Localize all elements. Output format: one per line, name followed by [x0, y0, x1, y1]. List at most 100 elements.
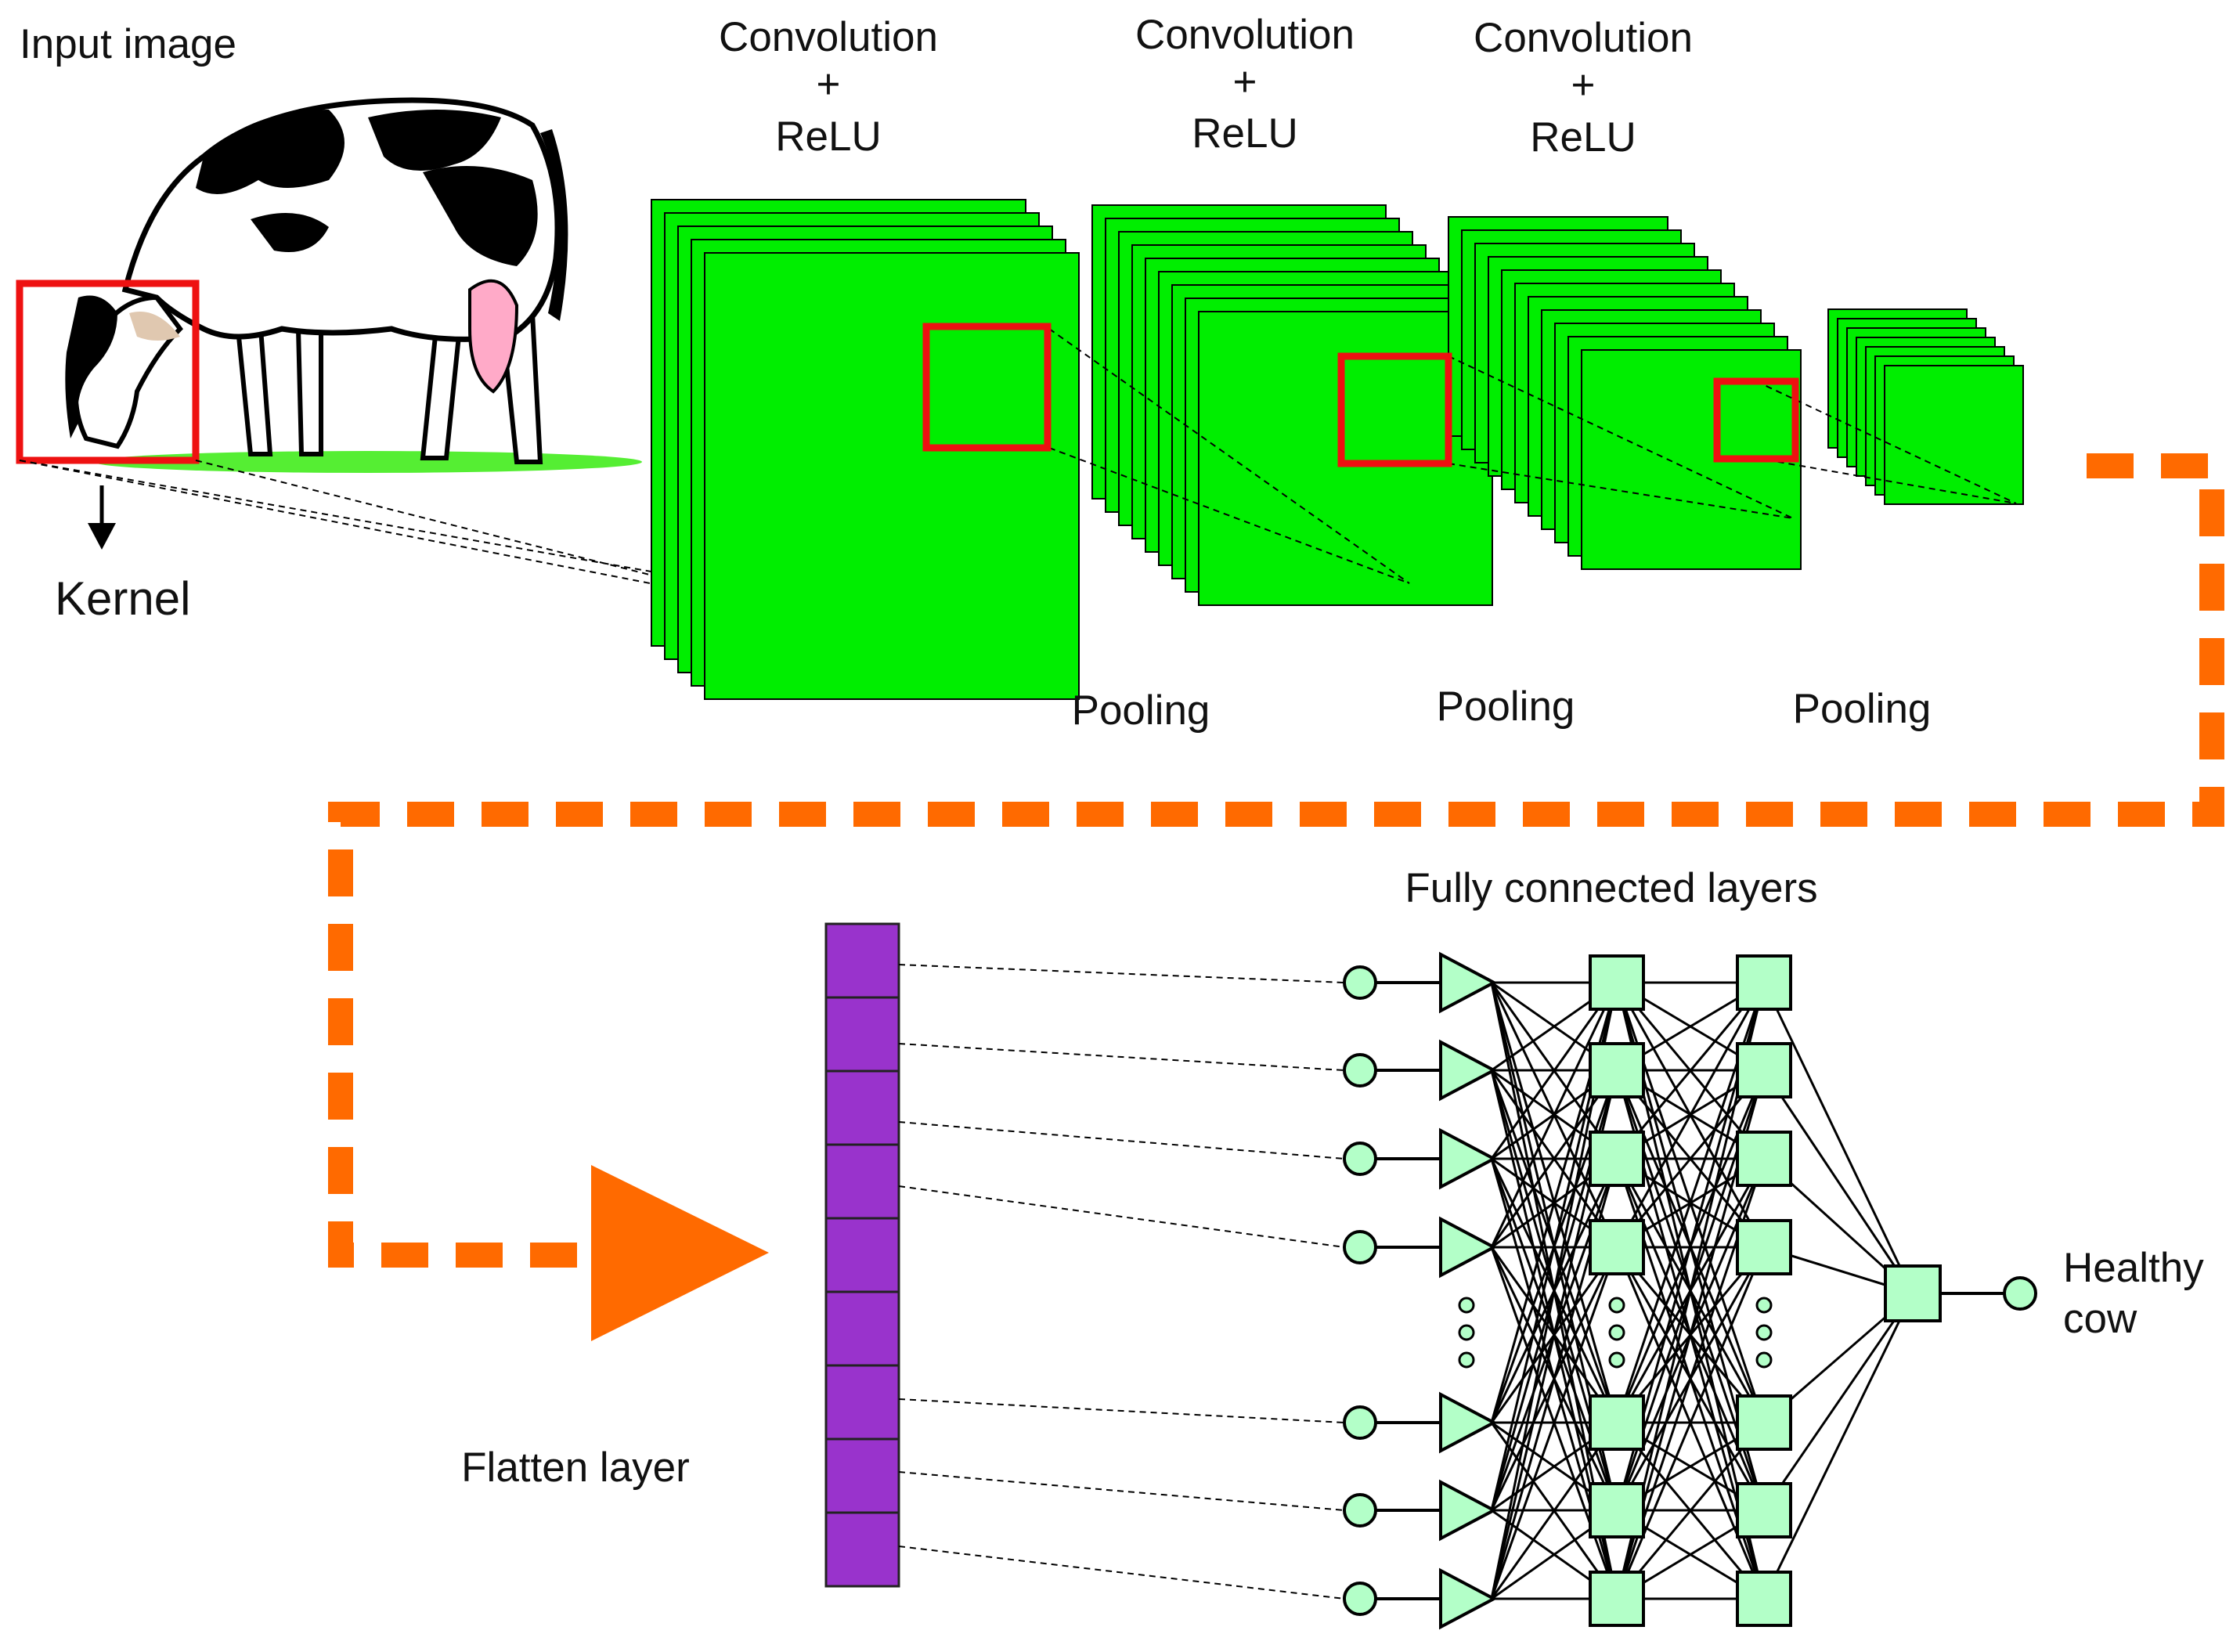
- kernel-box-map-3: [1713, 377, 1799, 463]
- ellipsis-dot: [1608, 1324, 1625, 1341]
- svg-text:ReLU: ReLU: [775, 114, 882, 160]
- fc-edge: [1615, 982, 1766, 1160]
- feature-map: [1198, 311, 1493, 606]
- hidden-neuron-layer-1: [1589, 1394, 1645, 1451]
- hidden-neuron-layer-1: [1589, 1482, 1645, 1538]
- svg-text:cow: cow: [2063, 1296, 2137, 1342]
- output-label: Healthy cow: [2063, 1245, 2204, 1342]
- flatten-cell: [824, 996, 900, 1073]
- pooling-label-2: Pooling: [1437, 684, 1575, 730]
- svg-text:+: +: [817, 61, 841, 107]
- input-neuron: [1343, 1405, 1377, 1440]
- input-neuron: [1343, 1582, 1377, 1616]
- fc-edge: [1762, 1293, 1914, 1511]
- input-neuron: [1343, 1053, 1377, 1088]
- fc-edge: [1490, 982, 1618, 1160]
- activation-neuron: [1439, 1039, 1498, 1102]
- ellipsis-dot: [1608, 1297, 1625, 1314]
- pooling-label-3: Pooling: [1793, 686, 1932, 732]
- ellipsis-dot: [1755, 1297, 1773, 1314]
- fc-edge: [1762, 1069, 1914, 1294]
- conv-relu-label-3: Convolution + ReLU: [1474, 15, 1693, 161]
- flatten-cell: [824, 1217, 900, 1293]
- flatten-link-line: [898, 1043, 1345, 1071]
- activation-neuron: [1439, 1479, 1498, 1542]
- input-image-label: Input image: [20, 21, 236, 67]
- pooling-label-1: Pooling: [1072, 687, 1210, 734]
- hidden-neuron-layer-1: [1589, 954, 1645, 1011]
- fc-edge: [1615, 1069, 1766, 1248]
- hidden-neuron-layer-2: [1736, 1394, 1792, 1451]
- flatten-cell: [824, 922, 900, 999]
- svg-text:Convolution: Convolution: [1474, 15, 1693, 61]
- hidden-neuron-layer-2: [1736, 1219, 1792, 1275]
- hidden-neuron-layer-2: [1736, 1482, 1792, 1538]
- activation-neuron: [1439, 1391, 1498, 1454]
- fc-nodes: [1343, 951, 2037, 1630]
- hidden-neuron-layer-2: [1736, 1131, 1792, 1187]
- flatten-cell: [824, 1437, 900, 1514]
- input-neuron: [1343, 965, 1377, 1000]
- svg-text:+: +: [1233, 59, 1257, 105]
- svg-text:Healthy: Healthy: [2063, 1245, 2204, 1291]
- ellipsis-dot: [1458, 1351, 1475, 1369]
- hidden-neuron-layer-2: [1736, 954, 1792, 1011]
- kernel-arrow-icon: [88, 485, 116, 550]
- input-neuron: [1343, 1230, 1377, 1264]
- svg-text:Convolution: Convolution: [1135, 12, 1355, 58]
- fc-edge: [1490, 1422, 1618, 1600]
- output-neuron: [1884, 1264, 1942, 1322]
- hidden-neuron-layer-1: [1589, 1219, 1645, 1275]
- stack-projection-lines: [1048, 328, 2017, 584]
- kernel-box-map-2: [1337, 352, 1452, 467]
- input-neuron: [1343, 1493, 1377, 1528]
- flatten-link-line: [898, 1185, 1345, 1248]
- flatten-layer-label: Flatten layer: [461, 1445, 690, 1491]
- svg-text:ReLU: ReLU: [1530, 114, 1636, 161]
- fc-edge: [1615, 982, 1766, 1248]
- flatten-cell: [824, 1290, 900, 1367]
- feature-map-stack-1: [651, 199, 1080, 700]
- ellipsis-dot: [1608, 1351, 1625, 1369]
- fc-edge: [1762, 982, 1914, 1294]
- kernel-label: Kernel: [55, 572, 190, 625]
- kernel-box: [16, 280, 200, 464]
- kernel-box-map-1: [922, 323, 1052, 452]
- flatten-link-line: [898, 1398, 1345, 1423]
- fc-edge: [1762, 1293, 1914, 1600]
- svg-text:Convolution: Convolution: [719, 14, 938, 60]
- fc-edge: [1615, 1422, 1766, 1600]
- hidden-neuron-layer-2: [1736, 1042, 1792, 1098]
- grass: [94, 451, 642, 473]
- hidden-neuron-layer-2: [1736, 1571, 1792, 1627]
- fc-edge: [1490, 982, 1618, 1248]
- feature-map: [704, 252, 1080, 700]
- flatten-cell: [824, 1364, 900, 1441]
- hidden-neuron-layer-1: [1589, 1571, 1645, 1627]
- hidden-neuron-layer-1: [1589, 1042, 1645, 1098]
- flow-arrow-icon: [591, 1165, 769, 1341]
- flatten-cell: [824, 1511, 900, 1588]
- fc-edge: [1490, 1246, 1618, 1600]
- input-cow-image: [65, 97, 642, 473]
- feature-map: [1884, 365, 2024, 505]
- activation-neuron: [1439, 1216, 1498, 1279]
- flatten-link-line: [898, 964, 1345, 983]
- feature-map-stack-2: [1091, 204, 1493, 606]
- input-neuron: [1343, 1142, 1377, 1176]
- flatten-link-line: [898, 1121, 1345, 1160]
- flatten-cell: [824, 1069, 900, 1146]
- flatten-layer: [824, 922, 900, 1588]
- activation-neuron: [1439, 1567, 1498, 1630]
- fc-edge: [1615, 1246, 1766, 1600]
- svg-text:ReLU: ReLU: [1192, 110, 1298, 157]
- ellipsis-dot: [1755, 1351, 1773, 1369]
- output-node: [2003, 1276, 2037, 1311]
- ellipsis-dot: [1458, 1324, 1475, 1341]
- feature-map-stack-4: [1827, 308, 2024, 505]
- flatten-link-line: [898, 1546, 1345, 1600]
- flatten-link-line: [898, 1471, 1345, 1511]
- ellipsis-dot: [1458, 1297, 1475, 1314]
- fc-edge: [1490, 1069, 1618, 1248]
